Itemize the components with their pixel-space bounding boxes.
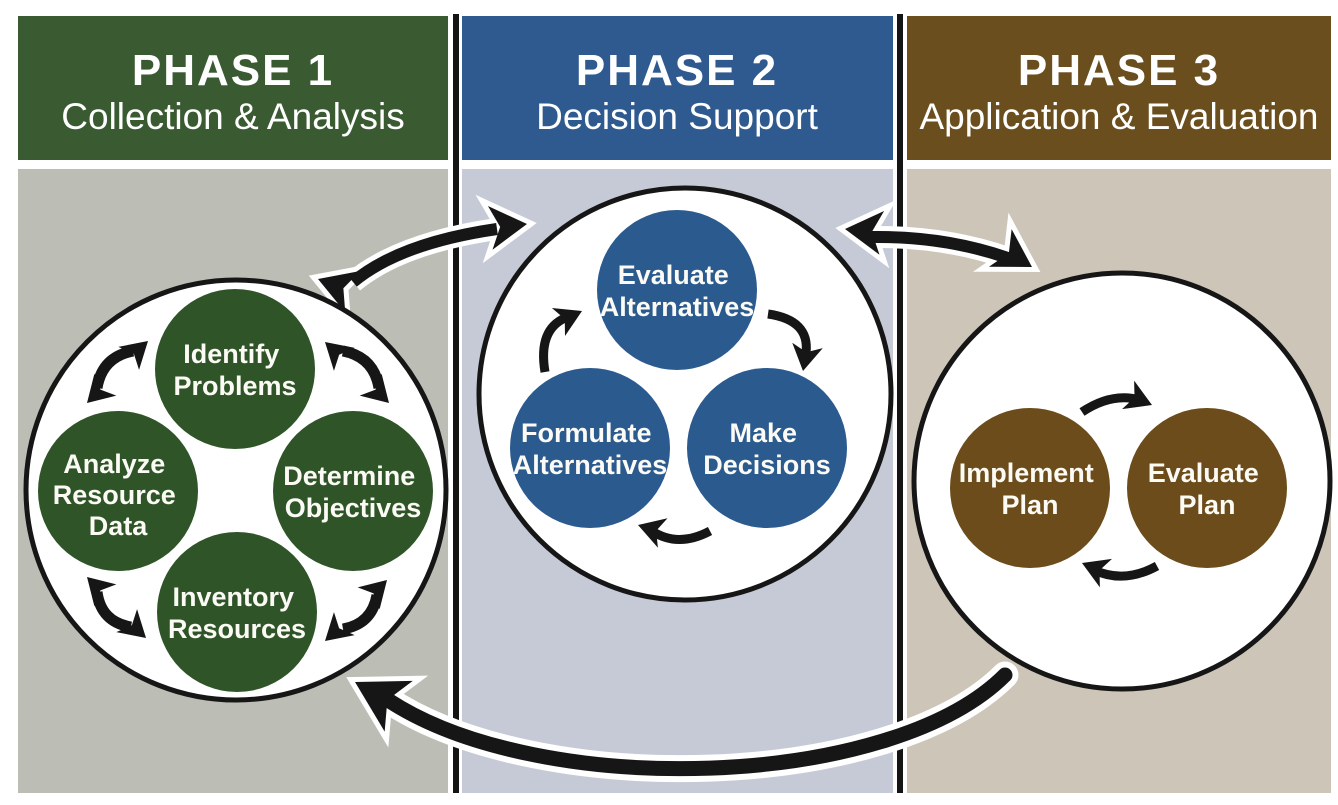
arrow-2-3-shaft [871,230,1010,264]
label-line: Implement [959,458,1094,488]
label-evaluate-plan: Evaluate Plan [1148,458,1267,520]
label-line: Alternatives [600,292,755,322]
label-line: Alternatives [513,450,668,480]
phase-1-steps: Identify Problems Determine Objectives I… [38,289,433,692]
arrow-shaft [649,526,713,544]
return-arrow-shaft [380,667,1013,777]
phase-2-internal-arrows [539,296,823,548]
circle-evaluate-alternatives [597,210,757,370]
circle-identify-problems [155,289,315,449]
phase-2-arrow-bottom-left [633,510,713,548]
circle-implement-plan [950,408,1110,568]
phase-2-arrow-right-down [767,309,823,374]
circle-inventory-resources [157,532,317,692]
label-determine-objectives: Determine Objectives [283,461,423,523]
phase-2-steps: Evaluate Alternatives Formulate Alternat… [510,210,847,528]
circle-determine-objectives [273,411,433,571]
phase-3-arrow-bottom-left [1075,548,1160,588]
label-line: Problems [173,371,296,401]
circle-make-decisions [687,368,847,528]
phase-3-internal-arrows [1075,380,1160,588]
label-line: Plan [1001,490,1058,520]
arrow-shaft [539,313,568,373]
circle-formulate-alternatives [510,368,670,528]
label-line: Evaluate [618,260,729,290]
arrow-shaft [341,345,385,390]
phase-3-arrow-top-right [1079,380,1159,420]
arrow-shaft [1092,562,1160,581]
label-line: Make [729,418,797,448]
label-line: Resources [168,614,306,644]
arrow-shaft [91,345,135,390]
phase-1-cycle-circle [23,277,449,703]
phase-1-subtitle: Collection & Analysis [61,96,404,137]
label-inventory-resources: Inventory Resources [168,582,306,644]
label-line: Inventory [172,582,294,612]
phase-1-arrow-sw [76,566,157,650]
phase-2-subtitle: Decision Support [536,96,818,137]
label-line: Analyze [63,449,165,479]
label-analyze-resource-data: Analyze Resource Data [53,449,184,541]
column-divider-2 [897,14,903,793]
label-line: Determine [283,461,415,491]
phase-1-title: PHASE 1 [132,46,334,95]
label-evaluate-alternatives: Evaluate Alternatives [600,260,755,322]
phase-3-steps: Implement Plan Evaluate Plan [950,408,1287,568]
label-line: Objectives [285,493,422,523]
arrow-shaft [767,309,811,354]
phase-3-cycle-circle [911,270,1333,692]
column-divider-1 [453,14,459,793]
label-line: Plan [1178,490,1235,520]
phase-1-arrow-se [314,569,398,653]
label-identify-problems: Identify Problems [173,339,296,401]
phase-1-internal-arrows [76,329,400,653]
phase-2-title: PHASE 2 [576,46,778,95]
phase-1-arrow-ne [314,330,400,414]
return-arrow-phase3-to-phase1 [341,657,1019,783]
phase-3-title: PHASE 3 [1018,46,1220,95]
phase-2-arrow-up-left [539,296,589,373]
interphase-arrow-1-2 [310,202,529,312]
label-line: Decisions [703,450,831,480]
label-line: Identify [183,339,279,369]
phase-3-header [907,16,1331,160]
phase-3-subtitle: Application & Evaluation [919,96,1318,137]
label-line: Data [89,511,149,541]
label-line: Resource [53,480,176,510]
circle-analyze-resource-data [38,411,198,571]
label-make-decisions: Make Decisions [703,418,831,480]
phase-1-header [18,16,448,160]
circle-evaluate-plan [1127,408,1287,568]
label-line: Formulate [521,418,652,448]
phase-1-arrow-nw [76,329,159,414]
label-line: Evaluate [1148,458,1259,488]
label-implement-plan: Implement Plan [959,458,1102,520]
interphase-arrow-2-3 [843,207,1044,286]
phase-2-header [462,16,893,160]
arrow-1-2-shaft [349,223,498,287]
label-formulate-alternatives: Formulate Alternatives [513,418,668,480]
